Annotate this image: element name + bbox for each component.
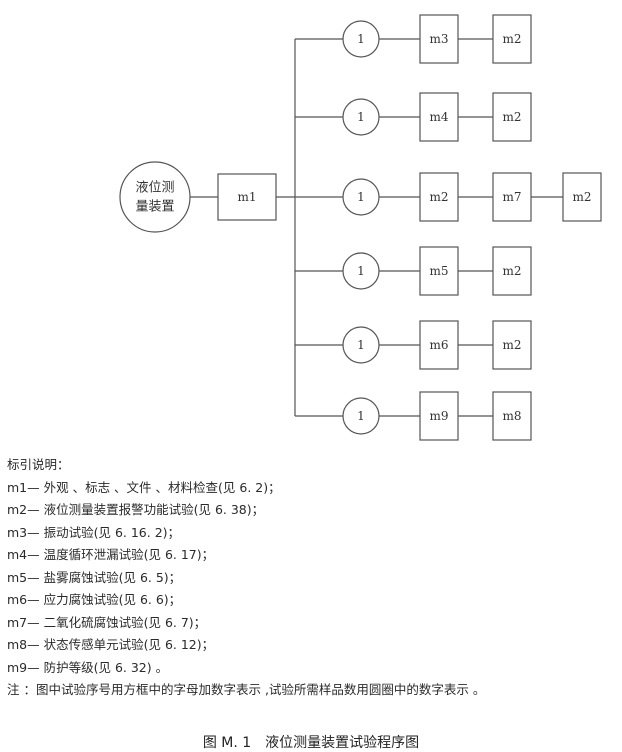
test-box-m2 <box>492 246 532 296</box>
sample-count-label: 1 <box>357 264 365 278</box>
legend-item-m3: m3— 振动试验(见 6. 16. 2)； <box>7 524 181 540</box>
test-box-m5 <box>419 246 459 296</box>
test-box-m2 <box>492 320 532 370</box>
legend-note: 注 ：图中试验序号用方框中的字母加数字表示 ,试验所需样品数用圆圈中的数字表示 … <box>7 682 486 697</box>
test-box-m7 <box>492 172 532 222</box>
test-box-label: m2 <box>502 264 521 278</box>
figure-caption: 图 M. 1 液位测量装置试验程序图 <box>202 735 420 751</box>
test-box-label: m4 <box>429 110 448 124</box>
diagram-nodes: 液位测量装置 m1 1 m3 m2 1 m4 m2 1 m2 m7 m2 1 m5 m2 1 m6 m2 1 m9 m8 <box>119 14 602 441</box>
test-box-m2 <box>492 92 532 142</box>
legend-item-m8: m8— 状态传感单元试验(见 6. 12)； <box>7 637 215 652</box>
test-box-label: m2 <box>572 190 591 204</box>
test-box-label: m5 <box>429 264 448 278</box>
test-box-label: m3 <box>429 32 448 46</box>
test-box-label: m6 <box>429 338 448 352</box>
sample-count-circle <box>342 397 380 435</box>
test-box-m4 <box>419 92 459 142</box>
test-box-label: m9 <box>429 409 448 423</box>
legend: 标引说明： m1— 外观 、标志 、文件 、材料检查(见 6. 2)； m2— … <box>7 454 617 702</box>
legend-item-m1: m1— 外观 、标志 、文件 、材料检查(见 6. 2)； <box>7 479 281 495</box>
device-circle <box>119 161 191 233</box>
test-box-m1 <box>217 173 277 221</box>
sample-count-circle <box>342 20 380 58</box>
test-box-m9 <box>419 391 459 441</box>
device-label-line1: 液位测 <box>135 181 174 196</box>
sample-count-circle <box>342 252 380 290</box>
test-box-m2 <box>419 172 459 222</box>
legend-item-m6: m6— 应力腐蚀试验(见 6. 6)； <box>7 592 182 607</box>
test-box-m8 <box>492 391 532 441</box>
test-procedure-diagram: 液位测量装置 m1 1 m3 m2 1 m4 m2 1 m2 m7 m2 1 m5 m2 1 m6 m2 1 m9 m8 <box>119 14 602 441</box>
sample-count-circle <box>342 98 380 136</box>
sample-count-label: 1 <box>357 32 365 46</box>
legend-item-m2: m2— 液位测量装置报警功能试验(见 6. 38)； <box>7 502 265 517</box>
sample-count-label: 1 <box>357 409 365 423</box>
test-box-label: m2 <box>502 338 521 352</box>
test-box-label: m2 <box>502 110 521 124</box>
test-box-m3 <box>419 14 459 64</box>
test-box-m2 <box>562 172 602 222</box>
test-box-label: m7 <box>502 190 521 204</box>
test-box-m6 <box>419 320 459 370</box>
legend-item-m5: m5— 盐雾腐蚀试验(见 6. 5)； <box>7 569 182 585</box>
sample-count-circle <box>342 326 380 364</box>
device-label-line2: 量装置 <box>135 200 174 215</box>
test-box-label: m2 <box>502 32 521 46</box>
connector-lines <box>190 38 563 417</box>
legend-item-m7: m7— 二氧化硫腐蚀试验(见 6. 7)； <box>7 614 207 630</box>
sample-count-label: 1 <box>357 338 365 352</box>
legend-heading: 标引说明： <box>7 457 70 472</box>
legend-item-m4: m4— 温度循环泄漏试验(见 6. 17)； <box>7 547 215 562</box>
sample-count-label: 1 <box>357 190 365 204</box>
test-box-label: m2 <box>429 190 448 204</box>
test-box-label: m1 <box>237 190 256 204</box>
sample-count-label: 1 <box>357 110 365 124</box>
sample-count-circle <box>342 178 380 216</box>
legend-item-m9: m9— 防护等级(见 6. 32) 。 <box>7 659 169 675</box>
test-box-m2 <box>492 14 532 64</box>
test-box-label: m8 <box>502 409 521 423</box>
